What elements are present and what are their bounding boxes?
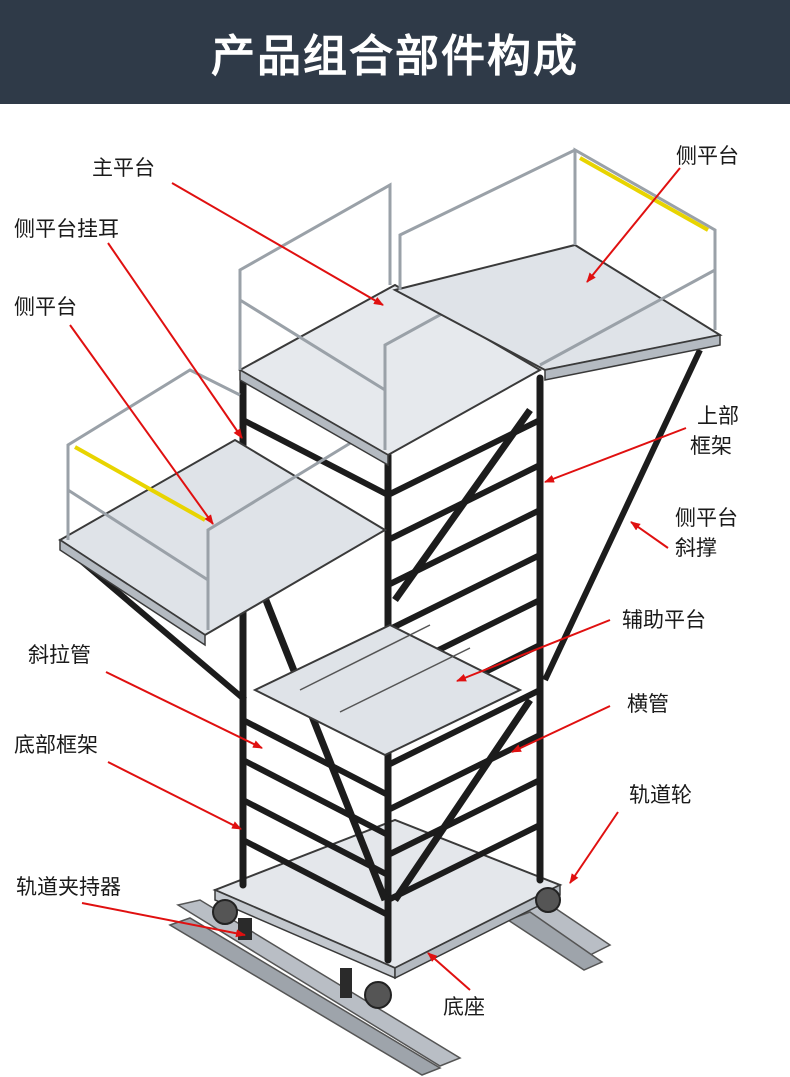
label-diagonal-tube: 斜拉管	[28, 643, 91, 667]
diagonal-tubes	[246, 407, 533, 902]
header-bar: 产品组合部件构成	[0, 0, 790, 104]
label-side-platform-right: 侧平台	[676, 144, 739, 168]
page-title: 产品组合部件构成	[211, 31, 579, 82]
label-base: 底座	[443, 995, 485, 1019]
side-platform-braces	[78, 348, 703, 703]
label-side-brace-line1: 侧平台	[675, 506, 738, 530]
label-rail-wheel: 轨道轮	[629, 783, 692, 807]
label-side-platform-lug: 侧平台挂耳	[14, 217, 119, 241]
side-platform-right	[392, 147, 723, 381]
label-side-brace-line2: 斜撑	[675, 536, 717, 560]
label-main-platform: 主平台	[92, 156, 155, 180]
aux-platform	[252, 623, 523, 757]
label-cross-tube: 横管	[627, 692, 669, 716]
label-side-platform-left: 侧平台	[14, 295, 77, 319]
label-bottom-frame: 底部框架	[14, 733, 98, 757]
label-rail-clamp: 轨道夹持器	[16, 875, 121, 899]
label-upper-frame-line1: 上部	[697, 404, 739, 428]
label-aux-platform: 辅助平台	[622, 608, 706, 632]
rail-wheels	[212, 887, 561, 1009]
label-upper-frame-line2: 框架	[690, 434, 732, 458]
callout-arrows	[69, 167, 687, 991]
